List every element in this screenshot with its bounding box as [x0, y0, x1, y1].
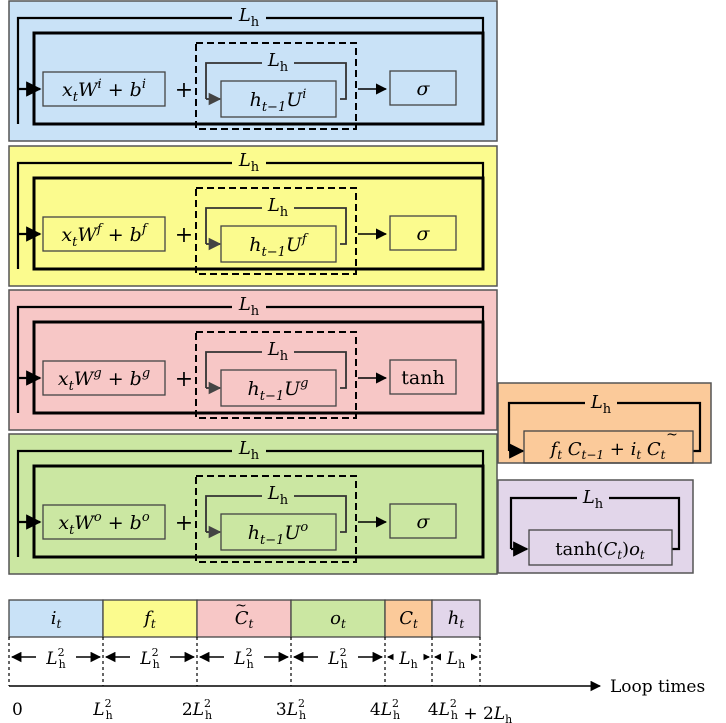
duration-bg [441, 647, 471, 667]
timeline-segment-label: ht [448, 608, 465, 631]
timeline-segment-1 [102, 599, 198, 638]
outer-loop-label: Lh [238, 294, 260, 319]
activation-text: σ [417, 78, 431, 100]
inner-label-bg [262, 342, 294, 360]
loop-label-bg [232, 153, 266, 173]
recurrent-term-text: ht−1Ug [248, 376, 309, 404]
recurrent-term-text: ht−1Uo [248, 520, 309, 548]
hidden-loop-path [509, 496, 681, 551]
timeline-segment-label: Ct [399, 608, 418, 631]
loop-label-bg [232, 8, 266, 28]
timeline-segment-label: it [51, 608, 62, 631]
inner-loop-path [205, 495, 347, 533]
recurrent-term-box [220, 513, 337, 551]
activation-box [389, 70, 457, 106]
timeline-segment-0 [8, 599, 104, 638]
recurrent-term-box [220, 225, 337, 263]
gate-o-block: Lh xtWo + bo + Lh ht−1Uo σ [8, 433, 498, 575]
cell-tilde: ~ [666, 427, 678, 443]
duration-label: Lh [398, 649, 417, 671]
axis-label: Loop times [610, 677, 705, 697]
loop-label-bg [232, 297, 266, 317]
plus-sign: + [175, 511, 193, 536]
duration-bg [224, 647, 264, 667]
duration-label: Lh [446, 649, 465, 671]
cell-update-block: Lh ft Ct−1 + it Ct~ [497, 382, 712, 464]
activation-text: σ [417, 223, 431, 245]
recurrent-term-box [220, 369, 337, 407]
input-term-text: xtWg + bg [58, 366, 150, 394]
hidden-loop-label: Lh [582, 487, 604, 512]
gate-f-block: Lh xtWf + bf + Lh ht−1Uf σ [8, 145, 498, 287]
recurrent-dashed-box [195, 475, 357, 563]
timeline-tilde: ~ [235, 598, 247, 614]
activation-text: σ [417, 511, 431, 533]
hidden-term-text: tanh(Ct)ot [555, 539, 645, 562]
timeline-segment-label: Ct [235, 608, 254, 631]
plus-sign: + [175, 78, 193, 103]
inner-loop-label: Lh [267, 339, 289, 364]
inner-label-bg [262, 53, 294, 71]
timeline-segment-label: ot [330, 608, 346, 631]
recurrent-dashed-box [195, 42, 357, 130]
hidden-update-block: Lh tanh(Ct)ot [497, 479, 694, 574]
cell-label-bg [585, 395, 617, 413]
plus-sign: + [175, 223, 193, 248]
recurrent-dashed-box [195, 331, 357, 419]
inner-label-bg [262, 198, 294, 216]
recurrent-term-text: ht−1Uf [249, 232, 309, 260]
input-term-box [42, 71, 166, 107]
inner-loop-path [205, 351, 347, 389]
input-term-text: xtWf + bf [61, 222, 148, 250]
recurrent-dashed-box [195, 187, 357, 275]
activation-box [389, 503, 457, 539]
duration-bg [393, 647, 424, 667]
inner-label-bg [262, 486, 294, 504]
inner-loop-path [205, 207, 347, 245]
gate-g-block: Lh xtWg + bg + Lh ht−1Ug tanh [8, 289, 498, 431]
activation-box [389, 215, 457, 251]
cell-loop-label: Lh [590, 392, 612, 417]
outer-loop-label: Lh [238, 438, 260, 463]
outer-loop-label: Lh [238, 5, 260, 30]
input-term-box [42, 504, 166, 540]
timeline-segment-5 [431, 599, 481, 638]
duration-bg [130, 647, 170, 667]
duration-bg [36, 647, 76, 667]
input-term-text: xtWi + bi [62, 77, 146, 105]
loop-label-bg [232, 441, 266, 461]
inner-loop-label: Lh [267, 195, 289, 220]
input-term-box [42, 360, 166, 396]
hidden-term-box [528, 529, 673, 566]
inner-loop-label: Lh [267, 50, 289, 75]
cell-term-text: ft Ct−1 + it Ct [549, 439, 666, 462]
duration-bg [318, 647, 358, 667]
gate-i-block: Lh xtWi + bi + Lh ht−1Ui σ [8, 0, 498, 142]
timeline-segment-3 [290, 599, 386, 638]
inner-loop-label: Lh [267, 483, 289, 508]
outer-loop-label: Lh [238, 150, 260, 175]
activation-box [389, 359, 457, 395]
hidden-label-bg [577, 490, 609, 508]
recurrent-term-text: ht−1Ui [250, 87, 307, 115]
recurrent-term-box [220, 80, 337, 118]
input-term-box [42, 216, 166, 252]
inner-loop-path [205, 62, 347, 100]
plus-sign: + [175, 367, 193, 392]
input-term-text: xtWo + bo [58, 510, 149, 538]
activation-text: tanh [401, 367, 444, 389]
cell-term-box [523, 430, 694, 464]
tick-label-0: 0 [12, 700, 23, 720]
cell-loop-path [507, 401, 702, 453]
